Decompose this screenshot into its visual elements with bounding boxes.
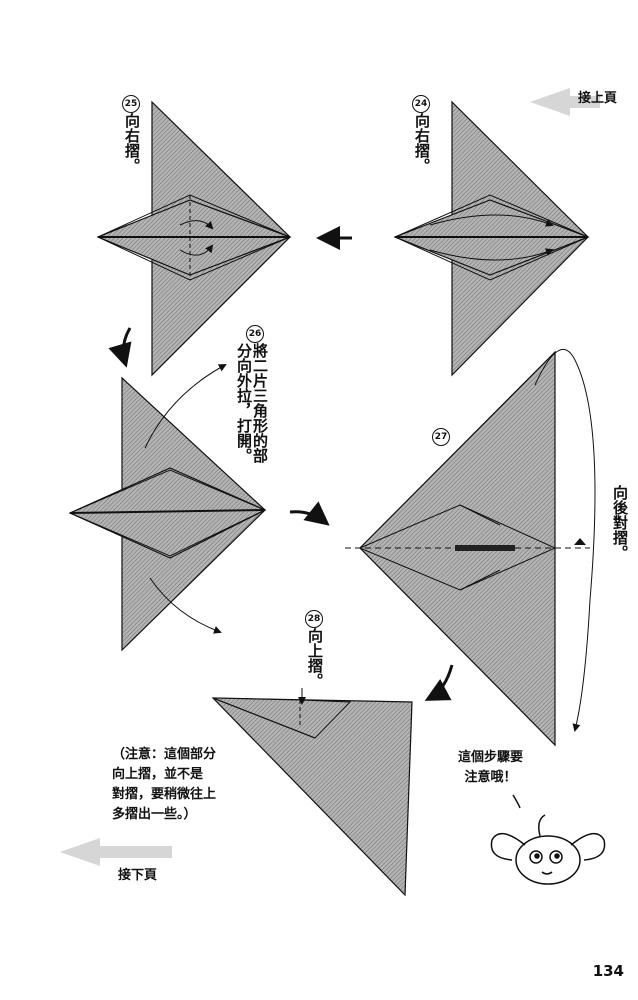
step-24-number: 24 xyxy=(412,95,430,113)
page-number: 134 xyxy=(592,962,624,980)
step-24-figure xyxy=(393,100,590,377)
fold-back-note: 向後對摺。 xyxy=(611,485,629,560)
step-24-instruction: 向右摺。 xyxy=(413,113,431,173)
mascot-character xyxy=(490,794,606,885)
next-page-arrow xyxy=(60,838,172,866)
mascot-speech: 這個步驟要 注意哦！ xyxy=(458,750,524,785)
step-26-figure xyxy=(68,364,267,652)
step-26-instruction: 將二片三角形的部分向外拉，打開。 xyxy=(235,343,269,463)
next-page-label: 接下頁 xyxy=(118,868,158,883)
step-28-instruction: 向上摺。 xyxy=(306,628,324,688)
step-25-instruction: 向右摺。 xyxy=(123,113,141,173)
step-27-figure xyxy=(345,348,596,747)
arrow-25-to-26 xyxy=(108,327,132,368)
arrow-27-to-28 xyxy=(424,664,454,701)
arrow-26-to-27 xyxy=(289,501,330,526)
prev-page-label: 接上頁 xyxy=(578,91,618,106)
step-28-figure xyxy=(211,688,413,897)
step-27-number: 27 xyxy=(432,428,450,446)
step-25-figure xyxy=(96,100,292,377)
step-28-number: 28 xyxy=(305,610,323,628)
caution-note: （注意：這個部分 向上摺，並不是 對摺，要稍微往上 多摺出一些。） xyxy=(112,747,217,822)
prev-page-arrow xyxy=(530,88,600,116)
step-25-number: 25 xyxy=(122,95,140,113)
step-26-number: 26 xyxy=(246,325,264,343)
